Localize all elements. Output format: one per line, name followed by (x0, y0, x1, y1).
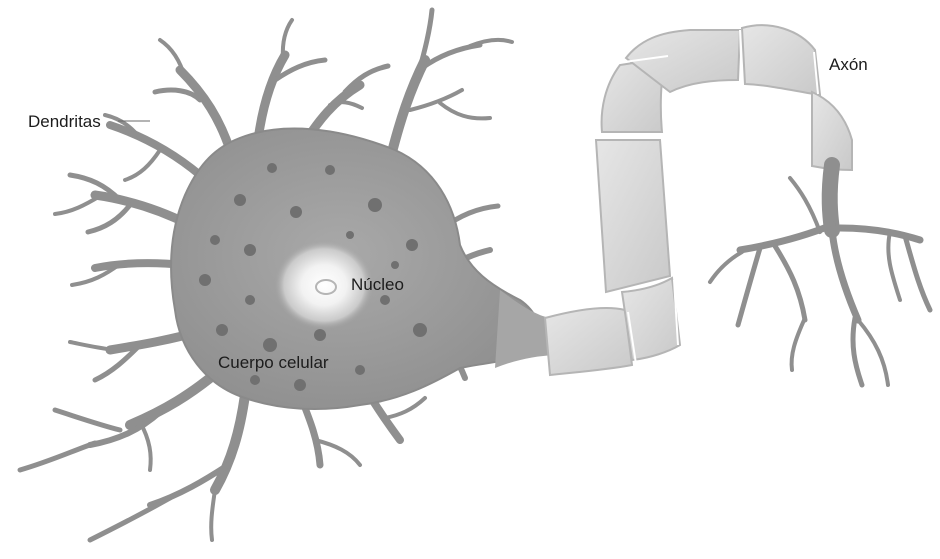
label-dendrites: Dendritas (28, 112, 101, 131)
axon-terminal (710, 165, 930, 385)
label-nucleus: Núcleo (351, 275, 404, 294)
label-axon: Axón (829, 55, 868, 74)
label-cell-body: Cuerpo celular (218, 353, 329, 372)
